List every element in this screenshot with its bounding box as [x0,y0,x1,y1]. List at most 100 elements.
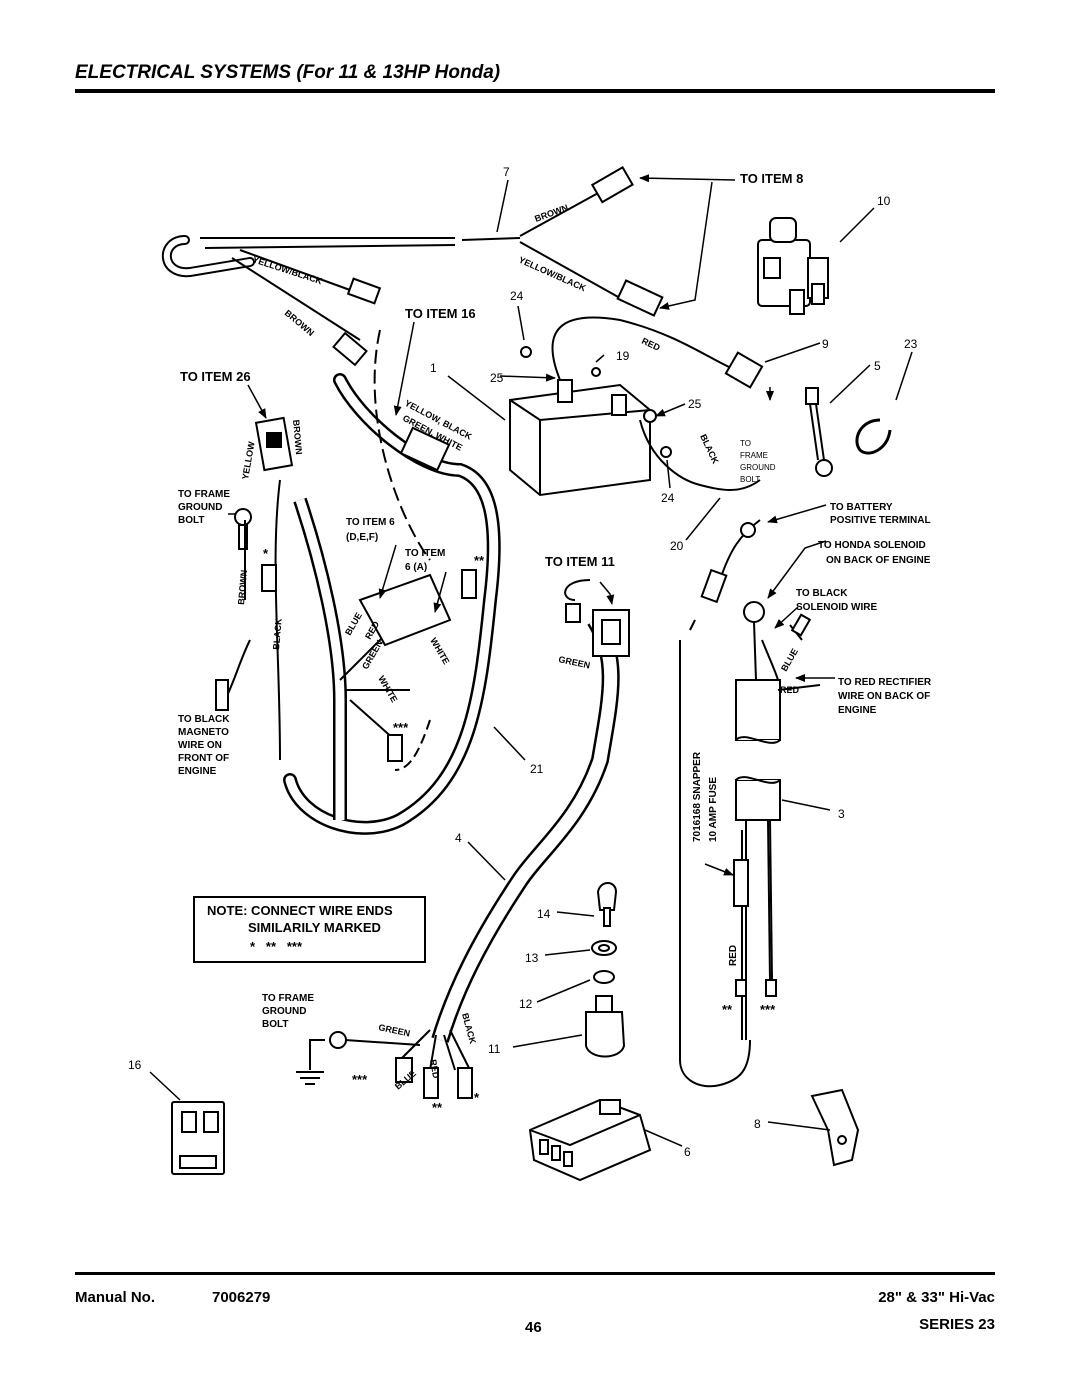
item-8-bracket [810,1088,860,1167]
connector-item-16-loom [399,426,451,472]
connector-yellow-black [332,277,382,367]
note-marks: * ** *** [250,939,303,954]
page-title: ELECTRICAL SYSTEMS (For 11 & 13HP Honda) [75,62,501,83]
item-number-20: 20 [670,539,684,553]
callout-battery-pos-1: TO BATTERY [830,502,893,513]
callout-frame-ground-bottom-1: TO FRAME [262,993,314,1004]
mark-double-a: ** [474,553,485,568]
callout-frame-ground-1: TO FRAME [178,489,230,500]
callout-black-sol-2: SOLENOID WIRE [796,602,877,613]
mark-double-c: ** [722,1002,733,1017]
callout-small-frame-4: BOLT [740,475,760,484]
wire-label-red-right: RED [780,685,800,695]
item-number-16: 16 [128,1058,142,1072]
item-number-1: 1 [430,361,437,375]
model-name: 28" & 33" Hi-Vac [878,1289,995,1306]
wire-label-green-item11: GREEN [558,654,591,670]
mark-triple-b: *** [352,1072,368,1087]
item-number-7: 7 [503,165,510,179]
mark-triple-a: *** [393,720,409,735]
callout-to-item-16: TO ITEM 16 [405,306,476,321]
callout-battery-pos-2: POSITIVE TERMINAL [830,515,931,526]
manual-label: Manual No. [75,1289,156,1306]
note-line-2: SIMILARILY MARKED [248,920,381,935]
wire-label-black-bottom: BLACK [460,1012,478,1045]
note-box [193,896,426,963]
callout-red-rect-3: ENGINE [838,705,877,716]
callout-black-mag-4: FRONT OF [178,753,229,764]
callout-to-item-11: TO ITEM 11 [545,554,615,569]
wire-label-green-mid: GREEN [360,638,385,671]
item-6-connector [528,1098,652,1182]
wire-label-yellow-conn: YELLOW [240,440,257,480]
callout-honda-sol-1: TO HONDA SOLENOID [818,540,926,551]
callout-fuse-2: 10 AMP FUSE [708,777,719,842]
callout-small-frame-3: GROUND [740,463,776,472]
callout-red-rect-2: WIRE ON BACK OF [838,691,930,702]
callout-small-frame-1: TO [740,439,751,448]
item-9-cap [724,351,764,389]
wire-label-yellow-black-left: YELLOW/BLACK [251,254,324,286]
item-number-3: 3 [838,807,845,821]
callout-red-vertical: RED [728,945,739,966]
wire-label-white-right: WHITE [428,636,451,666]
ring-terminal-left [234,508,252,550]
callout-frame-ground-bottom-2: GROUND [262,1006,306,1017]
item-number-11: 11 [488,1042,501,1056]
callout-frame-ground-bottom-3: BOLT [262,1019,288,1030]
match-marks: * ** *** *** ** * ** *** [263,546,776,1115]
item-number-24a: 24 [510,289,524,303]
wire-label-brown-top: BROWN [533,203,569,224]
callout-to-item-6-b: (D,E,F) [346,532,378,543]
ground-symbol [296,1031,347,1085]
item-3-sleeve [735,679,781,821]
item-11-lead [431,579,620,1043]
page-number: 46 [525,1319,542,1336]
callout-black-mag-1: TO BLACK [178,714,230,725]
series-label: SERIES 23 [919,1316,995,1333]
wire-label-blue-mid: BLUE [343,611,364,637]
item-number-13: 13 [525,951,539,965]
callout-honda-sol-2: ON BACK OF ENGINE [826,555,931,566]
battery-cables [551,316,761,491]
item-5-cable [805,387,833,477]
bottom-leads [309,1029,471,1071]
fuse-harness [679,519,761,1088]
callout-black-mag-2: MAGNETO [178,727,229,738]
mark-triple-c: *** [760,1002,776,1017]
item-number-23: 23 [904,337,918,351]
ignition-parts [585,882,626,1058]
item-number-4: 4 [455,831,462,845]
callout-frame-ground-2: GROUND [178,502,222,513]
bottom-plugs [395,1057,473,1099]
leader-lines [149,174,913,1147]
wire-label-brown-lower: BROWN [236,569,249,605]
callout-black-sol-1: TO BLACK [796,588,848,599]
item-number-8: 8 [754,1117,761,1131]
wire-label-red-bottom: RED [428,1059,441,1080]
callout-red-rect-1: TO RED RECTIFIER [838,677,932,688]
item-number-6: 6 [684,1145,691,1159]
wire-label-black-lower: BLACK [271,617,284,650]
top-harness [161,191,621,341]
mark-single-b: * [474,1090,480,1105]
callout-small-frame-2: FRAME [740,451,768,460]
item-number-24b: 24 [661,491,675,505]
item-number-9: 9 [822,337,829,351]
battery [509,379,651,497]
wire-label-brown-left: BROWN [283,308,316,338]
callout-to-item-6-a: TO ITEM 6 [346,517,395,528]
note-line-1: NOTE: CONNECT WIRE ENDS [207,903,393,918]
callout-black-mag-3: WIRE ON [178,740,222,751]
callout-to-item-6a-a: TO ITEM [405,548,445,559]
callout-frame-ground-3: BOLT [178,515,204,526]
callout-to-item-26: TO ITEM 26 [180,369,251,384]
mark-double-b: ** [432,1100,443,1115]
item-16-connector [171,1101,225,1175]
item-23-clip [855,418,892,455]
connector-item-26 [254,416,294,472]
wire-label-black-right: BLACK [698,433,721,466]
manual-number: 7006279 [212,1289,271,1306]
callout-to-item-8: TO ITEM 8 [740,171,803,186]
